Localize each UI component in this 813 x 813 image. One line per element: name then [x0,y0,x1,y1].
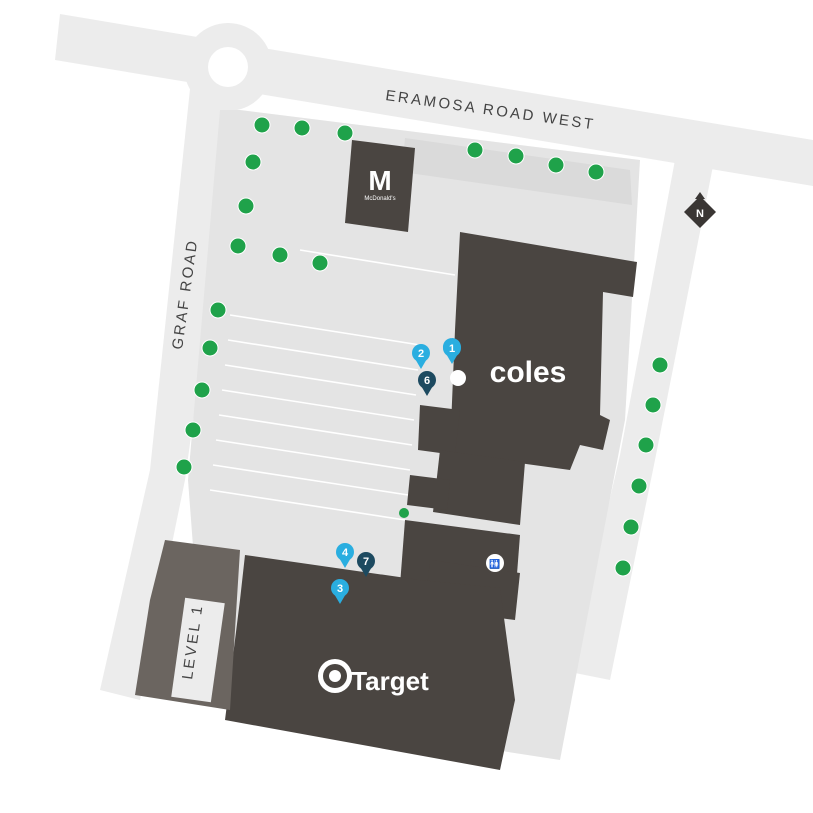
target-building: Target [225,555,515,770]
restroom-icon: 🚻 [486,554,504,572]
pin-3-label: 3 [337,583,343,595]
pin-7[interactable]: 7 [357,552,375,577]
coles-building: coles [407,232,637,525]
pin-3[interactable]: 3 [331,579,349,604]
roundabout-island [208,47,248,87]
info-icon [450,370,466,386]
graf-road [100,70,240,700]
mcdonalds-label: McDonald's [364,196,395,202]
parking-bays [209,159,631,521]
pin-6[interactable]: 6 [418,371,436,396]
compass-north-label: N [696,208,704,220]
north-building-strip [402,138,632,205]
pin-4-label: 4 [342,547,349,559]
mcdonalds-logo: M [368,165,391,196]
level-1-corridor [171,597,225,703]
pin-2[interactable]: 2 [412,344,430,369]
arrow-icon [399,508,409,518]
pin-4[interactable]: 4 [336,543,354,568]
pin-7-label: 7 [363,556,369,568]
compass: N [684,192,716,228]
trees [175,116,669,577]
pin-1[interactable]: 1 [442,338,461,365]
east-road [570,160,713,680]
mcdonalds: M McDonald's [345,140,415,232]
pin-2-label: 2 [418,348,424,360]
target-label: Target [351,666,429,696]
coles-logo: coles [490,356,567,389]
pin-1-label: 1 [449,343,455,355]
pin-6-label: 6 [424,375,430,387]
svg-text:🚻: 🚻 [489,558,500,570]
